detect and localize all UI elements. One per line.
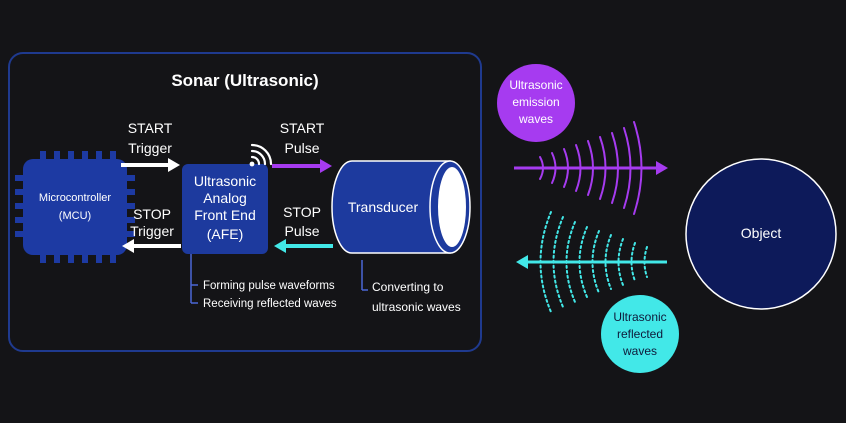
reflected-badge-line3: waves [622,344,657,358]
transducer-label: Transducer [348,199,419,215]
afe-note-1: Forming pulse waveforms [203,280,335,292]
emission-badge [497,64,575,142]
afe-label-line4: (AFE) [207,226,244,242]
afe-block [182,164,268,254]
mcu-label-line2: (MCU) [59,210,91,222]
start-trigger-label-line1: START [128,120,173,136]
object-circle [685,158,837,310]
reflected-badge-line1: Ultrasonic [613,310,666,324]
emission-badge-line2: emission [512,95,559,109]
emission-wave-arcs [539,121,643,215]
start-pulse-arrow [272,159,332,173]
transducer-note-1: Converting to [372,280,444,294]
afe-label-line3: Front End [194,207,255,223]
stop-trigger-label-line2: Trigger [130,223,174,239]
reflected-badge-line2: reflected [617,327,663,341]
start-pulse-label-line2: Pulse [284,140,319,156]
start-trigger-arrow [121,158,180,172]
start-pulse-label-line1: START [280,120,325,136]
stop-pulse-arrow [274,239,333,253]
sonar-frame [8,52,482,352]
stop-trigger-arrow [122,239,181,253]
object-label: Object [741,225,782,241]
emission-badge-line3: waves [518,112,553,126]
afe-notes-bracket [190,254,198,304]
mcu-chip [23,159,127,255]
afe-label-line2: Analog [203,190,247,206]
transducer-notes-bracket [361,260,368,291]
wifi-signal-icon [249,143,273,167]
mcu-pins [15,151,135,263]
reflected-badge [601,295,679,373]
reflected-wave-arcs [539,211,648,313]
start-trigger-label-line2: Trigger [128,140,172,156]
afe-note-2: Receiving reflected waves [203,298,337,310]
diagram-title: Sonar (Ultrasonic) [171,71,318,90]
emission-badge-line1: Ultrasonic [509,78,562,92]
stop-trigger-label-line1: STOP [133,206,171,222]
emission-arrow [514,161,668,175]
stop-pulse-label-line1: STOP [283,204,321,220]
afe-label-line1: Ultrasonic [194,173,256,189]
stop-pulse-label-line2: Pulse [284,223,319,239]
transducer-note-2: ultrasonic waves [372,300,461,314]
transducer-cylinder [331,160,471,254]
mcu-label-line1: Microcontroller [39,192,111,204]
